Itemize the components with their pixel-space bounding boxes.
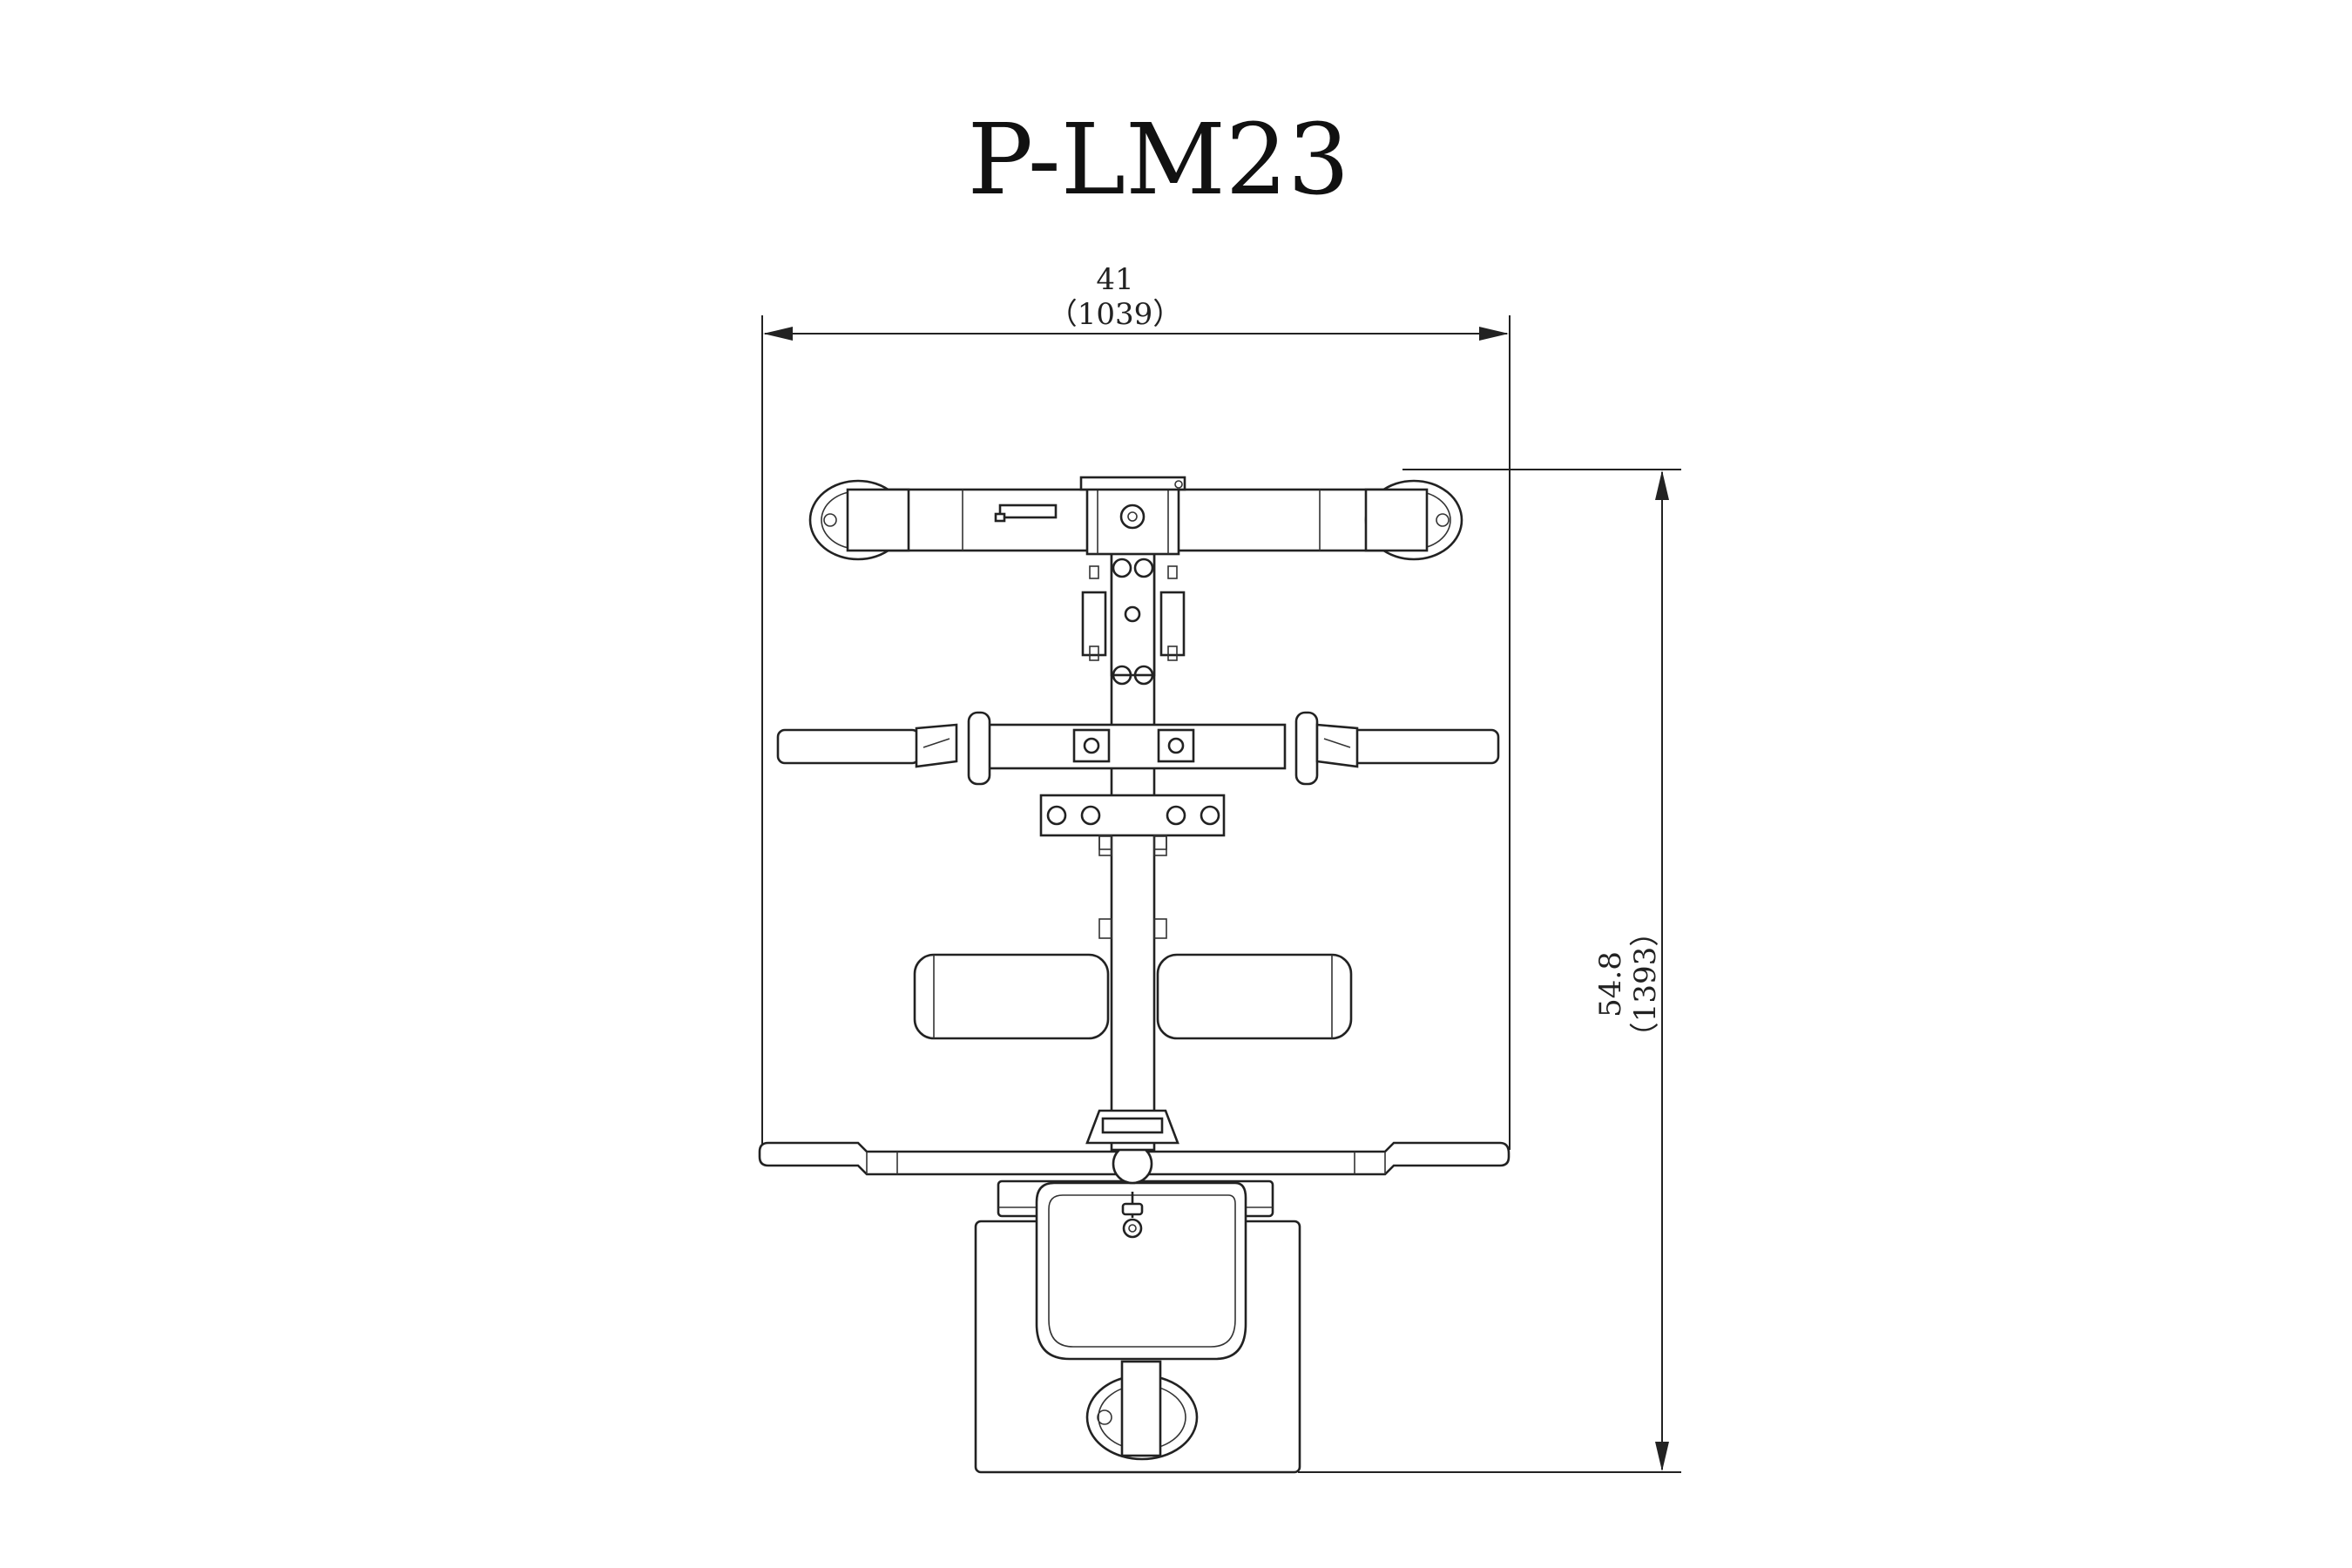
top-right-wheel [1364, 479, 1463, 561]
width-dimension: 41 （1039） [761, 262, 1511, 1163]
pivot-assembly [1081, 547, 1186, 686]
width-mm: （1039） [1048, 297, 1183, 332]
middle-handle-bar [776, 711, 1500, 786]
length-dimension: 54.8 （1393） [1298, 469, 1681, 1473]
front-handlebar [758, 1141, 1511, 1185]
top-bar [846, 476, 1429, 556]
length-inches: 54.8 [1593, 951, 1628, 1017]
bottom-wheel [1085, 1360, 1199, 1461]
leg-rollers [913, 953, 1353, 1040]
model-title: P-LM23 [968, 104, 1350, 217]
seat-adjust-knob [1121, 1192, 1144, 1239]
top-left-wheel [808, 479, 910, 561]
seat-pad [1035, 1181, 1247, 1361]
mid-bracket [1039, 794, 1226, 850]
length-mm: （1393） [1628, 917, 1663, 1052]
width-inches: 41 [1096, 262, 1133, 297]
